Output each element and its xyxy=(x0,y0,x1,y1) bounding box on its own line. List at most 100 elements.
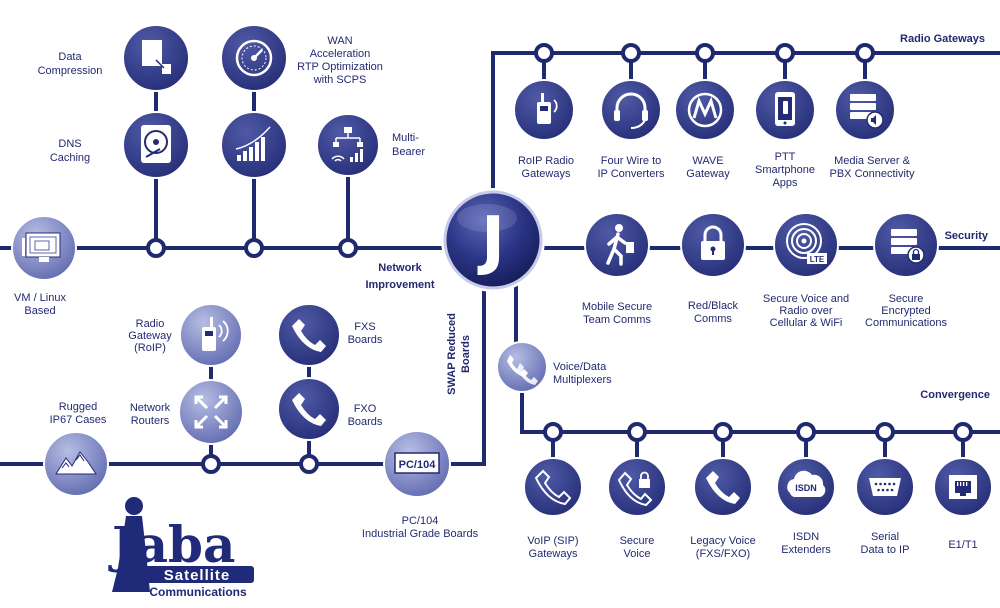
router-arrows-icon xyxy=(194,395,228,429)
network-tree-icon xyxy=(331,127,363,162)
node-vm-linux[interactable] xyxy=(11,215,77,281)
node-legacy-voice[interactable] xyxy=(693,457,753,517)
label-line: Cellular & WiFi xyxy=(770,317,843,329)
junction-dots xyxy=(146,43,973,474)
junction-dot xyxy=(775,43,795,63)
section-labels: Radio Gateways Security Convergence Netw… xyxy=(365,33,990,401)
label-line: Network xyxy=(130,402,171,414)
junction-dot xyxy=(875,422,895,442)
isdn-badge: ISDN xyxy=(795,483,817,493)
label-line: IP67 Cases xyxy=(50,414,107,426)
phone-icon xyxy=(534,469,572,506)
junction-dot xyxy=(713,422,733,442)
label-line: Red/Black xyxy=(688,300,739,312)
label-line: (RoIP) xyxy=(134,342,166,354)
node-red-black[interactable] xyxy=(680,212,746,278)
label-line: Radio over xyxy=(779,305,833,317)
headset-icon xyxy=(614,92,648,129)
label-line: Routers xyxy=(131,415,170,427)
node-wave-gateway[interactable] xyxy=(674,79,736,141)
node-radio-gateway[interactable] xyxy=(179,303,243,367)
node-rugged-cases[interactable] xyxy=(43,431,109,497)
node-secure-voice[interactable] xyxy=(607,457,667,517)
node-isdn[interactable]: ISDN xyxy=(776,457,836,517)
node-e1t1[interactable] xyxy=(933,457,993,517)
section-swap-reduced: SWAP Reduced Boards xyxy=(446,313,472,395)
convergence-bus xyxy=(520,385,1000,434)
junction-dot xyxy=(534,43,554,63)
radio-gateways-bus xyxy=(491,51,1000,245)
section-network-improvement-line1: Network xyxy=(378,262,422,274)
node-dns-caching[interactable] xyxy=(122,111,190,179)
pc104-badge: PC/104 xyxy=(399,459,437,471)
label-line: (FXS/FXO) xyxy=(696,548,750,560)
label-line: Caching xyxy=(50,152,90,164)
node-voice-data-mux[interactable] xyxy=(496,341,548,393)
label-line: Team Comms xyxy=(583,314,651,326)
label-line: Secure xyxy=(889,293,924,305)
walking-person-icon xyxy=(606,224,634,266)
jaba-logo: Jaba Satellite Communications xyxy=(108,497,254,599)
server-lock-icon xyxy=(891,229,925,264)
section-security: Security xyxy=(945,230,989,242)
label-line: Four Wire to xyxy=(601,155,662,167)
node-four-wire[interactable] xyxy=(600,79,662,141)
node-wan-acceleration[interactable] xyxy=(220,24,288,92)
label-line: Data xyxy=(58,51,82,63)
pc104-board-icon: PC/104 xyxy=(394,452,440,474)
label-line: FXO xyxy=(354,403,377,415)
label-line: Gateway xyxy=(686,168,730,180)
node-serial-data[interactable] xyxy=(855,457,915,517)
padlock-icon xyxy=(701,225,725,260)
node-network-routers[interactable] xyxy=(178,379,244,445)
node-roip-gateways[interactable] xyxy=(513,79,575,141)
mountain-icon xyxy=(55,451,97,475)
logo-satellite: Satellite xyxy=(164,567,231,584)
label-line: Gateways xyxy=(529,548,578,560)
node-pc104[interactable]: PC/104 xyxy=(383,430,451,498)
phone-icon xyxy=(292,393,326,426)
radio-handset-icon xyxy=(202,317,229,351)
label-line: Gateways xyxy=(522,168,571,180)
node-fxs-boards[interactable] xyxy=(277,303,341,367)
label-line: Industrial Grade Boards xyxy=(362,528,479,540)
hub-node[interactable]: J xyxy=(441,188,545,292)
label-media-server: Media Server &PBX Connectivity xyxy=(830,155,915,180)
label-line: RTP Optimization xyxy=(297,61,383,73)
node-fxo-boards[interactable] xyxy=(277,377,341,441)
junction-dot xyxy=(299,454,319,474)
node-secure-encrypted[interactable] xyxy=(873,212,939,278)
node-bandwidth[interactable] xyxy=(220,111,288,179)
junction-dot xyxy=(627,422,647,442)
node-secure-voice-lte[interactable]: LTE xyxy=(773,212,839,278)
node-multi-bearer[interactable] xyxy=(316,113,380,177)
section-swap-line2: Boards xyxy=(460,335,472,373)
node-mobile-secure[interactable] xyxy=(584,212,650,278)
logo-figure-head xyxy=(125,497,143,515)
label-line: FXS xyxy=(354,321,375,333)
section-swap-line1: SWAP Reduced xyxy=(446,313,458,395)
label-line: Boards xyxy=(348,334,383,346)
junction-dot xyxy=(621,43,641,63)
node-ptt-apps[interactable] xyxy=(754,79,816,141)
label-line: Based xyxy=(24,305,55,317)
node-voip-gateways[interactable] xyxy=(523,457,583,517)
label-line: Radio xyxy=(136,318,165,330)
computer-monitor-icon xyxy=(22,232,61,262)
section-convergence: Convergence xyxy=(920,389,990,401)
label-line: RoIP Radio xyxy=(518,155,574,167)
node-media-server[interactable] xyxy=(834,79,896,141)
node-data-compression[interactable] xyxy=(122,24,190,92)
hub-letter: J xyxy=(477,204,505,278)
file-compress-icon xyxy=(142,40,171,74)
